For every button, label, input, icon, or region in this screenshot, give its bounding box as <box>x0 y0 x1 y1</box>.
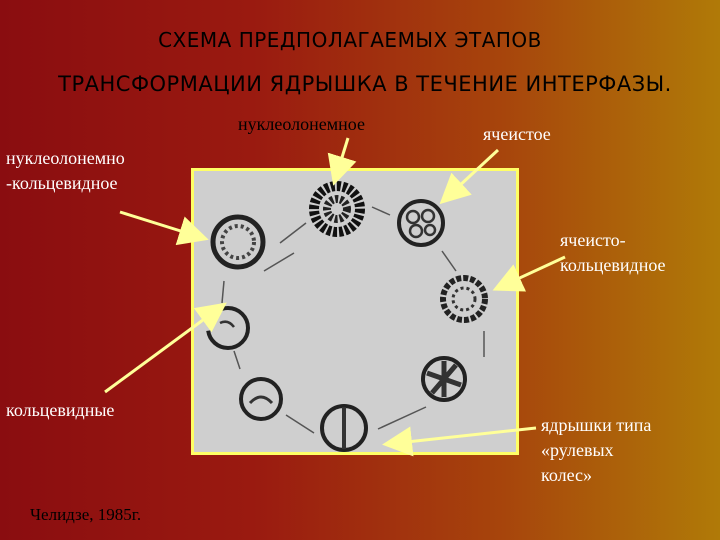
label-nucleolonemic-ring: нуклеолонемно -кольцевидное <box>6 146 125 196</box>
stage-divided-ring <box>320 404 368 452</box>
arrow-nucleolonemic-ring <box>119 210 209 246</box>
label-cellular: ячеистое <box>483 124 551 144</box>
label-cellular-ring: ячеисто- кольцевидное <box>560 228 666 278</box>
arrow-nucleolonemic <box>327 137 357 186</box>
micrograph-panel <box>191 168 519 455</box>
stage-nucleolonemic-ring <box>210 214 266 270</box>
label-cellular-ring-line-2: кольцевидное <box>560 255 666 275</box>
label-steering-wheel-line-2: «рулевых <box>541 440 614 460</box>
label-nucleolonemic: нуклеолонемное <box>238 114 365 134</box>
label-ring: кольцевидные <box>6 400 115 420</box>
stage-nucleolonemic <box>309 181 365 237</box>
label-steering-wheel: ядрышки типа «рулевых колес» <box>541 413 651 488</box>
label-steering-wheel-line-3: колес» <box>541 465 593 485</box>
arrow-cellular-ring <box>492 255 566 292</box>
arrow-cellular <box>439 148 500 205</box>
label-nucleolonemic-ring-line-1: нуклеолонемно <box>6 148 125 168</box>
label-cellular-ring-line-1: ячеисто- <box>560 230 626 250</box>
arrow-steering-wheel <box>382 426 537 457</box>
title-line-2: ТРАНСФОРМАЦИИ ЯДРЫШКА В ТЕЧЕНИЕ ИНТЕРФАЗ… <box>58 72 672 96</box>
title-line-1: СХЕМА ПРЕДПОЛАГАЕМЫХ ЭТАПОВ <box>158 28 542 52</box>
arrow-ring <box>104 302 227 394</box>
stage-cellular-ring <box>440 275 488 323</box>
label-nucleolonemic-ring-line-2: -кольцевидное <box>6 173 118 193</box>
label-steering-wheel-line-1: ядрышки типа <box>541 415 652 435</box>
stage-ring-lower <box>239 377 283 421</box>
nucleolus-cycle-diagram <box>206 181 488 452</box>
reference-citation: Челидзе, 1985г. <box>30 505 142 524</box>
stage-cellular <box>397 199 445 247</box>
stage-steering-wheel <box>421 356 467 402</box>
